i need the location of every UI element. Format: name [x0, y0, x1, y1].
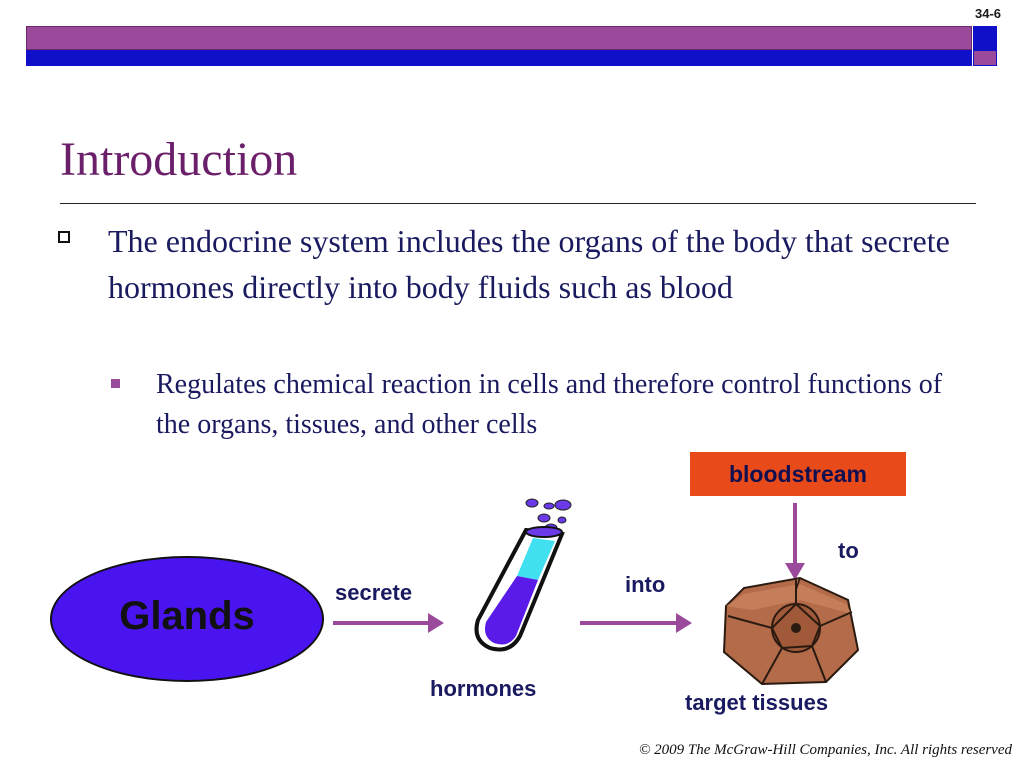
to-label: to — [838, 538, 859, 563]
secrete-label: secrete — [335, 580, 413, 605]
header-bar-blue — [26, 50, 972, 66]
copyright-notice: © 2009 The McGraw-Hill Companies, Inc. A… — [638, 742, 1012, 758]
glands-ellipse — [50, 556, 324, 682]
sub-bullet-text: Regulates chemical reaction in cells and… — [156, 369, 943, 440]
bullet-text: The endocrine system includes the organs… — [108, 223, 950, 305]
slide-number: 34-6 — [975, 6, 1002, 21]
bullet-square-icon — [58, 231, 70, 243]
title-divider — [60, 203, 976, 204]
arrow-into — [580, 613, 692, 633]
hormones-label: hormones — [430, 676, 537, 701]
slide-title: Introduction — [60, 133, 298, 186]
target-tissues-label: target tissues — [685, 690, 829, 715]
target-tissue-icon — [722, 576, 860, 686]
into-label: into — [625, 572, 666, 597]
bloodstream-box: bloodstream — [690, 452, 906, 496]
header-square-blue — [973, 26, 997, 50]
test-tube-icon — [474, 498, 572, 652]
glands-label: Glands — [119, 594, 255, 638]
sub-bullet-square-icon — [111, 379, 120, 388]
header-bar-purple — [26, 26, 972, 50]
arrow-secrete — [333, 613, 444, 633]
arrow-bloodstream — [785, 503, 805, 580]
header-square-purple — [973, 50, 997, 66]
